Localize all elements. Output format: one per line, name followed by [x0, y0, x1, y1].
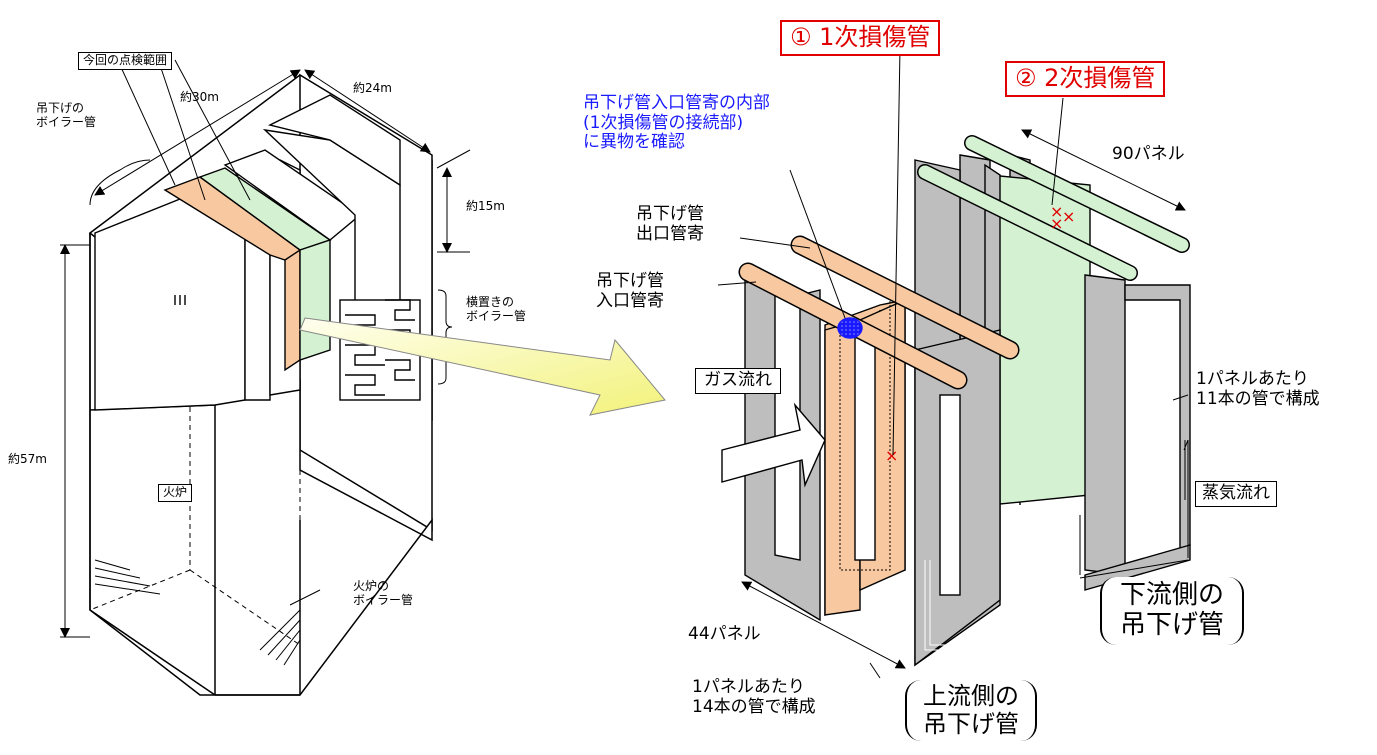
- hanging-tube-label: 吊下げの ボイラー管: [36, 101, 97, 129]
- svg-text:×: ×: [1062, 207, 1075, 226]
- per-panel-14-label: 1パネルあたり 14本の管で構成: [692, 677, 816, 717]
- svg-text:×: ×: [1050, 214, 1063, 233]
- inspection-range-label: 今回の点検範囲: [78, 52, 173, 70]
- steam-flow-label: 蒸気流れ: [1195, 481, 1277, 507]
- right-dimensions: [717, 47, 1189, 679]
- furnace-label: 火炉: [158, 484, 193, 502]
- gas-flow-arrow: [721, 402, 826, 488]
- left-dimensions: [60, 59, 471, 638]
- width-24m-label: 約24m: [353, 81, 392, 95]
- per-panel-11-label: 1パネルあたり 11本の管で構成: [1196, 369, 1320, 409]
- furnace-tube-label: 火炉の ボイラー管: [353, 579, 414, 607]
- horizontal-tube-label: 横置きの ボイラー管: [466, 295, 527, 323]
- height-57m-label: 約57m: [8, 452, 47, 466]
- inlet-header-label: 吊下げ管 入口管寄: [596, 271, 664, 311]
- width-30m-label: 約30m: [180, 90, 219, 104]
- outlet-header-label: 吊下げ管 出口管寄: [636, 204, 704, 244]
- upstream-tube-label: 上流側の 吊下げ管: [905, 680, 1037, 742]
- secondary-damage-label: ② 2次損傷管: [1005, 61, 1166, 97]
- gas-flow-label: ガス流れ: [695, 368, 781, 394]
- primary-damage-label: ① 1次損傷管: [780, 20, 941, 56]
- foreign-object-marker: [837, 317, 863, 339]
- right-panels: × × × ×: [738, 135, 1191, 667]
- panels-44-label: 44パネル: [688, 624, 761, 644]
- primary-damage-mark: ×: [885, 446, 898, 465]
- height-15m-label: 約15m: [466, 199, 505, 213]
- downstream-tube-label: 下流側の 吊下げ管: [1100, 577, 1245, 645]
- zoom-arrow: [299, 317, 666, 416]
- foreign-object-note: 吊下げ管入口管寄の内部 (1次損傷管の接続部) に異物を確認: [583, 93, 770, 153]
- panels-90-label: 90パネル: [1112, 144, 1185, 164]
